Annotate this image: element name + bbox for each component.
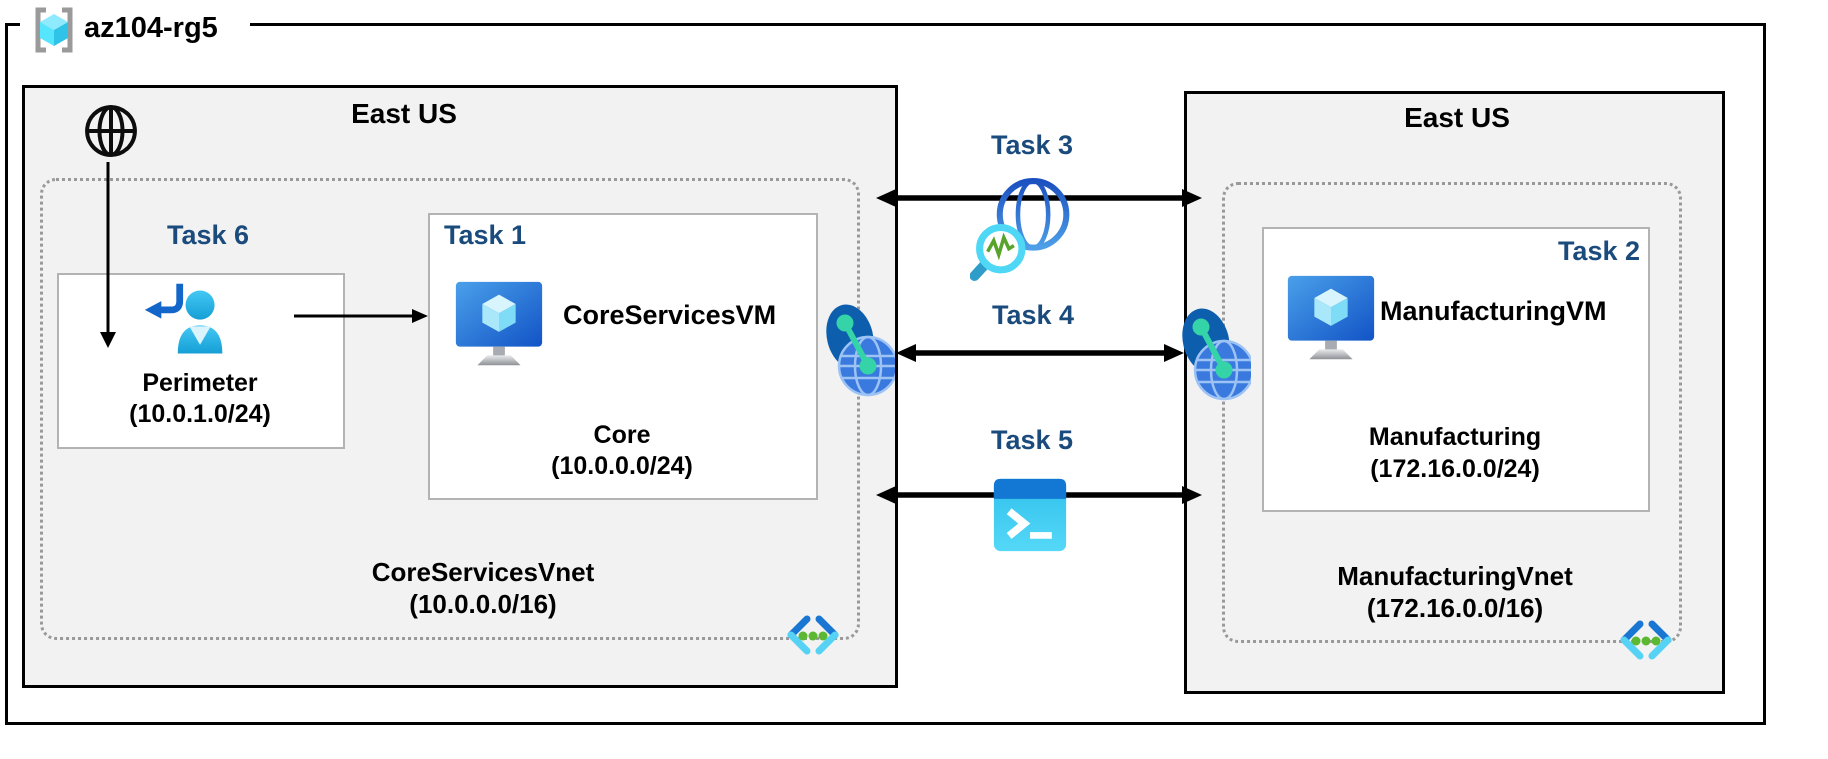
resource-group-icon: [26, 2, 82, 58]
perimeter-to-core-arrow: [294, 306, 430, 326]
manufacturing-subnet-name: Manufacturing: [1368, 423, 1542, 451]
vnet-peering-icon-left: [825, 300, 895, 400]
right-vnet-dotted-border: [1222, 182, 1682, 643]
left-vnet-name: CoreServicesVnet: [371, 557, 595, 587]
resource-group-border: [5, 23, 1766, 725]
vnet-peering-icon-right: [1181, 304, 1251, 404]
resource-group-name: az104-rg5: [84, 12, 218, 44]
manufacturing-subnet-cidr: (172.16.0.0/24): [1370, 455, 1540, 483]
right-region-title: East US: [1404, 102, 1510, 133]
core-subnet-cidr: (10.0.0.0/24): [551, 452, 693, 480]
task3-label: Task 3: [990, 130, 1074, 160]
left-vnet-dotted-border: [40, 178, 860, 640]
left-vnet-cidr: (10.0.0.0/16): [409, 589, 557, 619]
right-vnet-name: ManufacturingVnet: [1337, 561, 1573, 591]
task4-label: Task 4: [991, 300, 1075, 330]
manufacturing-vm-name: ManufacturingVM: [1380, 296, 1607, 326]
task6-label: Task 6: [166, 220, 250, 250]
task2-label: Task 2: [1557, 236, 1640, 266]
signin-user-icon: [140, 276, 232, 368]
code-brackets-icon-left: [783, 613, 843, 657]
task1-label: Task 1: [444, 220, 527, 250]
code-brackets-icon-right: [1616, 618, 1676, 662]
task4-peering-arrow: [894, 340, 1186, 366]
core-subnet-name: Core: [593, 421, 651, 449]
virtual-machine-icon-manufacturing: [1282, 271, 1380, 371]
network-watcher-icon: [970, 172, 1082, 288]
core-vm-name: CoreServicesVM: [563, 300, 777, 330]
perimeter-subnet-name: Perimeter: [142, 369, 258, 397]
perimeter-subnet-cidr: (10.0.1.0/24): [129, 400, 271, 428]
right-vnet-cidr: (172.16.0.0/16): [1366, 593, 1544, 623]
cloud-shell-icon: [992, 477, 1068, 553]
manufacturing-subnet-box: [1262, 227, 1650, 512]
internet-to-perimeter-arrow: [98, 162, 118, 350]
internet-icon: [80, 100, 142, 162]
task5-label: Task 5: [990, 425, 1074, 455]
virtual-machine-icon-core: [450, 277, 548, 377]
left-region-title: East US: [351, 98, 457, 129]
